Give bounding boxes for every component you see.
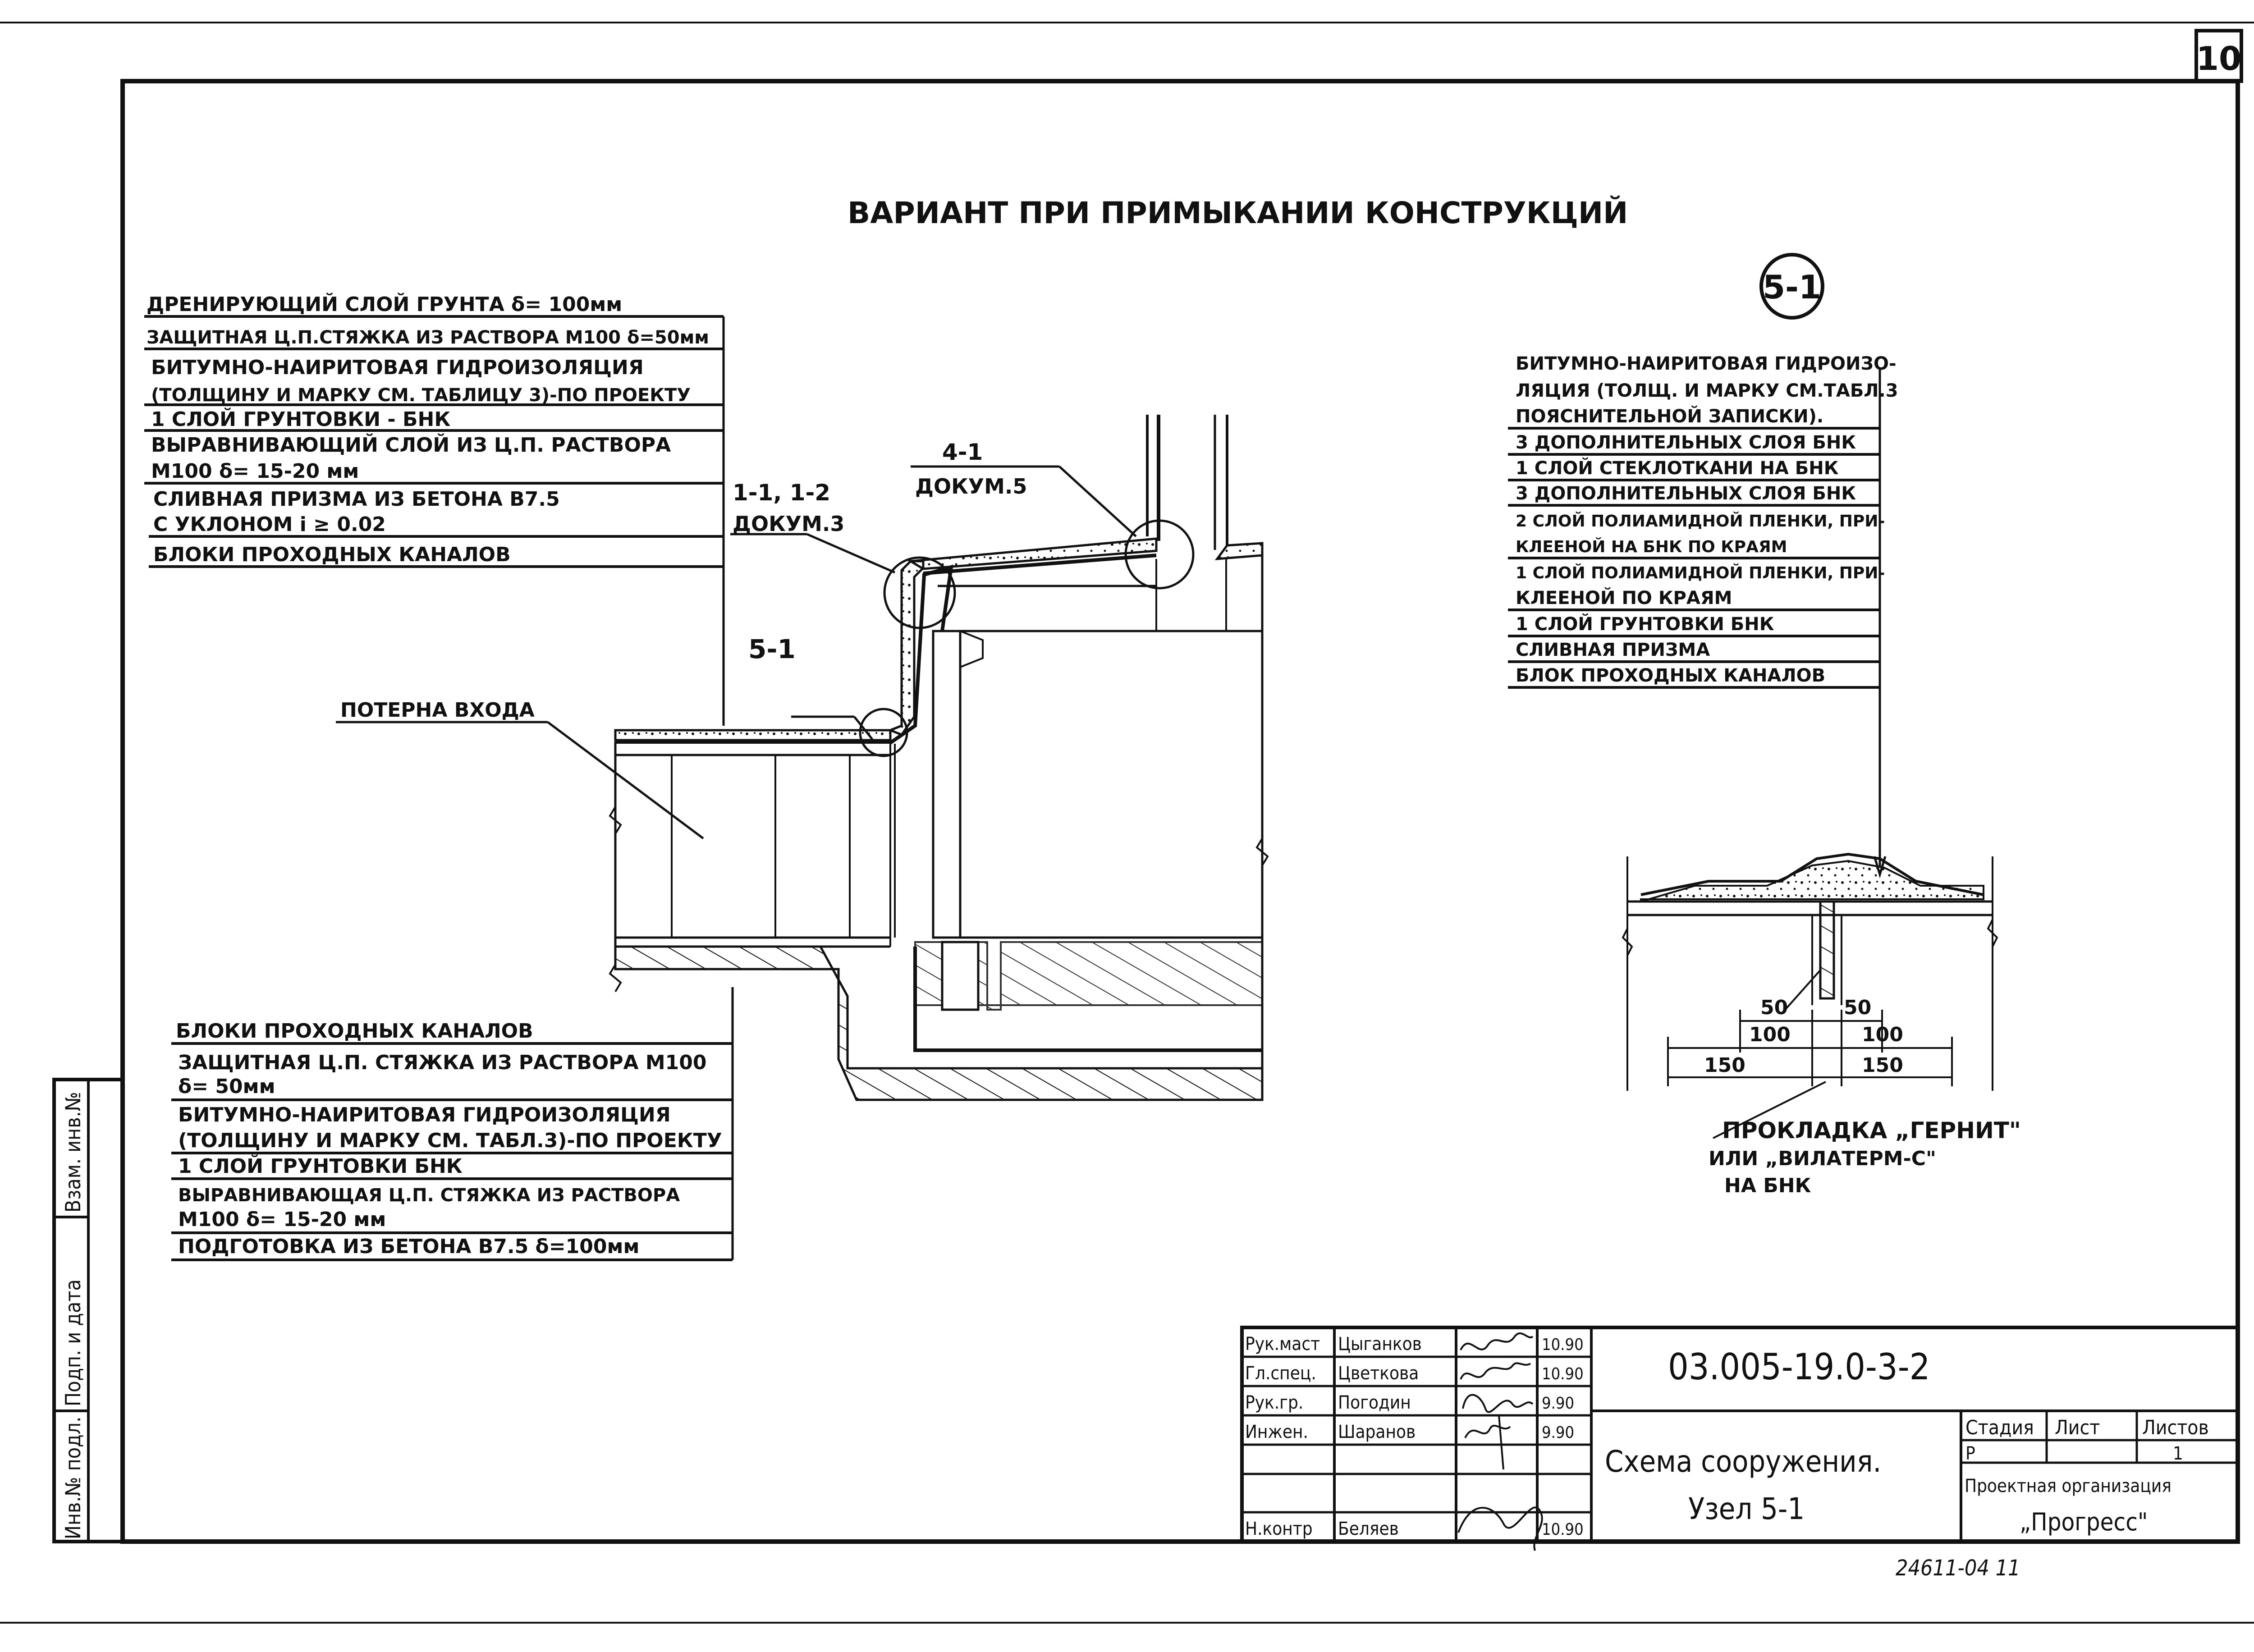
- layer-label: ЛЯЦИЯ (ТОЛЩ. И МАРКУ СМ.ТАБЛ.3: [1516, 380, 1898, 401]
- layer-label: ПОЯСНИТЕЛЬНОЙ ЗАПИСКИ).: [1516, 405, 1823, 427]
- dim-150-right: 150: [1862, 1054, 1903, 1077]
- callout-4-1-doc: ДОКУМ.5: [915, 474, 1027, 499]
- name-3: Погодин: [1338, 1392, 1411, 1413]
- description-line-2: Узел 5-1: [1688, 1492, 1805, 1526]
- layer-label: (ТОЛЩИНУ И МАРКУ СМ. ТАБЛ.3)-ПО ПРОЕКТУ: [178, 1129, 722, 1152]
- date-1: 10.90: [1542, 1336, 1584, 1354]
- dim-50-left: 50: [1760, 996, 1788, 1019]
- layer-label: 1 СЛОЙ ПОЛИАМИДНОЙ ПЛЕНКИ, ПРИ-: [1516, 563, 1885, 582]
- layer-label: БИТУМНО-НАИРИТОВАЯ ГИДРОИЗОЛЯЦИЯ: [178, 1103, 671, 1126]
- org-name-2: „Прогресс": [2020, 1508, 2148, 1536]
- gasket-note-1: ПРОКЛАДКА „ГЕРНИТ": [1722, 1117, 2021, 1144]
- stamp-replace-inv: Взам. инв.№: [61, 1092, 85, 1213]
- layer-label: БЛОК ПРОХОДНЫХ КАНАЛОВ: [1516, 665, 1825, 686]
- layer-label: 1 СЛОЙ СТЕКЛОТКАНИ НА БНК: [1516, 457, 1839, 479]
- top-left-legend: ДРЕНИРУЮЩИЙ СЛОЙ ГРУНТА δ= 100мм ЗАЩИТНА…: [144, 292, 725, 726]
- callout-1-1: 1-1, 1-2: [733, 480, 830, 506]
- layer-label: ДРЕНИРУЮЩИЙ СЛОЙ ГРУНТА δ= 100мм: [147, 292, 622, 316]
- name-1: Цыганков: [1338, 1334, 1422, 1355]
- signatures: [1457, 1332, 1543, 1551]
- layer-label: 1 СЛОЙ ГРУНТОВКИ БНК: [178, 1154, 463, 1178]
- sheet-number-box: [2194, 29, 2243, 83]
- role-2: Гл.спец.: [1245, 1363, 1316, 1384]
- layer-label: 3 ДОПОЛНИТЕЛЬНЫХ СЛОЯ БНК: [1516, 432, 1856, 453]
- layer-label: КЛЕЕНОЙ ПО КРАЯМ: [1516, 587, 1732, 609]
- role-7: Н.контр: [1245, 1519, 1313, 1539]
- dim-100-right: 100: [1862, 1023, 1903, 1046]
- date-4: 9.90: [1542, 1423, 1574, 1442]
- layer-label: СЛИВНАЯ ПРИЗМА: [1516, 640, 1710, 660]
- layer-label: ЗАЩИТНАЯ Ц.П. СТЯЖКА ИЗ РАСТВОРА М100: [178, 1051, 707, 1074]
- callout-5-1: 5-1: [748, 634, 796, 664]
- footer-code: 24611-04 11: [1896, 1556, 2020, 1581]
- bottom-left-legend: БЛОКИ ПРОХОДНЫХ КАНАЛОВ ЗАЩИТНАЯ Ц.П. СТ…: [171, 987, 734, 1261]
- layer-label: КЛЕЕНОЙ НА БНК ПО КРАЯМ: [1516, 537, 1787, 556]
- layer-label: М100 δ= 15-20 мм: [151, 460, 359, 483]
- callout-entrance: ПОТЕРНА ВХОДА: [340, 699, 535, 722]
- right-legend: БИТУМНО-НАИРИТОВАЯ ГИДРОИЗО- ЛЯЦИЯ (ТОЛЩ…: [1508, 353, 1898, 879]
- gasket-note-3: НА БНК: [1724, 1174, 1811, 1197]
- layer-label: С УКЛОНОМ i ≥ 0.02: [153, 513, 386, 536]
- layer-label: ВЫРАВНИВАЮЩАЯ Ц.П. СТЯЖКА ИЗ РАСТВОРА: [178, 1185, 680, 1206]
- role-4: Инжен.: [1245, 1422, 1308, 1442]
- description-line-1: Схема сооружения.: [1605, 1444, 1881, 1479]
- name-4: Шаранов: [1338, 1422, 1416, 1442]
- drawing-title: ВАРИАНТ ПРИ ПРИМЫКАНИИ КОНСТРУКЦИЙ: [848, 195, 1628, 230]
- detail-5-1: [1622, 852, 1998, 1139]
- layer-label: М100 δ= 15-20 мм: [178, 1208, 386, 1231]
- callout-4-1: 4-1: [942, 439, 983, 465]
- title-block-roles: Рук.маст Гл.спец. Рук.гр. Инжен. Н.контр…: [1245, 1334, 1584, 1539]
- dim-150-left: 150: [1704, 1054, 1745, 1077]
- side-stamp: Инв.№ подл. Подп. и дата Взам. инв.№: [52, 1078, 124, 1543]
- sheets-header: Листов: [2142, 1416, 2209, 1439]
- layer-label: БЛОКИ ПРОХОДНЫХ КАНАЛОВ: [153, 543, 511, 566]
- svg-text:5-1: 5-1: [1763, 268, 1821, 306]
- layer-label: БИТУМНО-НАИРИТОВАЯ ГИДРОИЗОЛЯЦИЯ: [151, 356, 644, 379]
- dim-50-right: 50: [1844, 996, 1871, 1019]
- name-7: Беляев: [1338, 1519, 1399, 1539]
- sheet-header: Лист: [2055, 1416, 2100, 1439]
- org-name-1: Проектная организация: [1965, 1476, 2172, 1496]
- layer-label: СЛИВНАЯ ПРИЗМА ИЗ БЕТОНА В7.5: [153, 488, 560, 511]
- layer-label: 2 СЛОЙ ПОЛИАМИДНОЙ ПЛЕНКИ, ПРИ-: [1516, 512, 1885, 531]
- layer-label: δ= 50мм: [178, 1075, 275, 1098]
- layer-label: ПОДГОТОВКА ИЗ БЕТОНА В7.5 δ=100мм: [178, 1235, 639, 1258]
- name-2: Цветкова: [1338, 1363, 1419, 1384]
- layer-label: 3 ДОПОЛНИТЕЛЬНЫХ СЛОЯ БНК: [1516, 483, 1856, 504]
- stamp-signature-date: Подп. и дата: [61, 1279, 85, 1406]
- layer-label: 1 СЛОЙ ГРУНТОВКИ - БНК: [151, 407, 450, 431]
- stage-value: Р: [1965, 1443, 1975, 1464]
- layer-label: ВЫРАВНИВАЮЩИЙ СЛОЙ ИЗ Ц.П. РАСТВОРА: [151, 433, 671, 457]
- drawing-frame: [120, 79, 2240, 1544]
- dim-100-left: 100: [1749, 1023, 1791, 1046]
- document-code: 03.005-19.0-3-2: [1668, 1346, 1930, 1388]
- date-3: 9.90: [1542, 1394, 1574, 1413]
- role-1: Рук.маст: [1245, 1334, 1320, 1355]
- date-2: 10.90: [1542, 1365, 1584, 1383]
- layer-label: ЗАЩИТНАЯ Ц.П.СТЯЖКА ИЗ РАСТВОРА М100 δ=5…: [147, 327, 709, 348]
- gasket-note-2: ИЛИ „ВИЛАТЕРМ-С": [1709, 1147, 1936, 1170]
- layer-label: БЛОКИ ПРОХОДНЫХ КАНАЛОВ: [176, 1020, 533, 1043]
- sheets-total: 1: [2173, 1443, 2183, 1464]
- stage-header: Стадия: [1965, 1416, 2034, 1439]
- title-block: [1240, 1326, 2240, 1543]
- section-drawing: [336, 415, 1269, 1101]
- sheet-number: 10: [2196, 40, 2241, 78]
- callout-1-1-doc: ДОКУМ.3: [733, 512, 844, 536]
- date-7: 10.90: [1542, 1520, 1584, 1539]
- layer-label: (ТОЛЩИНУ И МАРКУ СМ. ТАБЛИЦУ 3)-ПО ПРОЕК…: [151, 385, 691, 406]
- stamp-inv-original: Инв.№ подл.: [61, 1417, 85, 1539]
- layer-label: 1 СЛОЙ ГРУНТОВКИ БНК: [1516, 613, 1774, 635]
- node-marker-5-1: 5-1: [1759, 253, 1824, 320]
- role-3: Рук.гр.: [1245, 1392, 1303, 1413]
- layer-label: БИТУМНО-НАИРИТОВАЯ ГИДРОИЗО-: [1516, 353, 1897, 374]
